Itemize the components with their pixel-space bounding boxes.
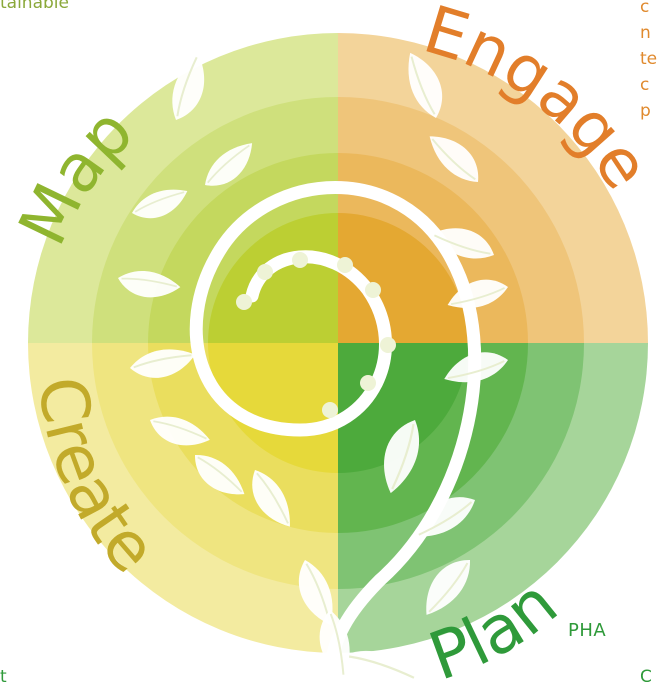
- bud: [236, 294, 252, 310]
- leaf: [415, 497, 475, 537]
- leaf: [429, 136, 479, 182]
- quadrant-engage-ring-4: [338, 213, 468, 343]
- text-fragment-top-right: c n te c p: [640, 0, 658, 121]
- leaves: [118, 52, 508, 686]
- leaf: [444, 352, 508, 383]
- leaf: [118, 271, 181, 298]
- quadrant-map-ring-4: [208, 213, 338, 343]
- leaf: [447, 279, 508, 309]
- leaf: [194, 454, 245, 495]
- leaf: [252, 470, 290, 527]
- text-fragment-bottom-left: t: [0, 667, 7, 687]
- text-fragment-bottom-right: C: [640, 667, 652, 687]
- bud: [292, 252, 308, 268]
- leaf: [408, 52, 443, 118]
- spiral-buds: [236, 252, 396, 418]
- leaf: [205, 143, 253, 186]
- leaf: [345, 650, 419, 686]
- leaf: [150, 416, 210, 446]
- leaf: [384, 420, 420, 494]
- bud: [380, 337, 396, 353]
- bud: [365, 282, 381, 298]
- leaf: [426, 559, 471, 615]
- leaf: [132, 189, 188, 219]
- leaf: [319, 610, 350, 679]
- bud: [322, 402, 338, 418]
- bud: [360, 375, 376, 391]
- leaf: [172, 53, 205, 120]
- text-fragment-phase: PHA: [568, 620, 607, 641]
- bud: [257, 264, 273, 280]
- leaf: [430, 228, 494, 259]
- leaf: [130, 349, 196, 378]
- text-fragment-top-left: tainable: [0, 0, 69, 13]
- bud: [337, 257, 353, 273]
- quadrant-create-ring-4: [208, 343, 338, 473]
